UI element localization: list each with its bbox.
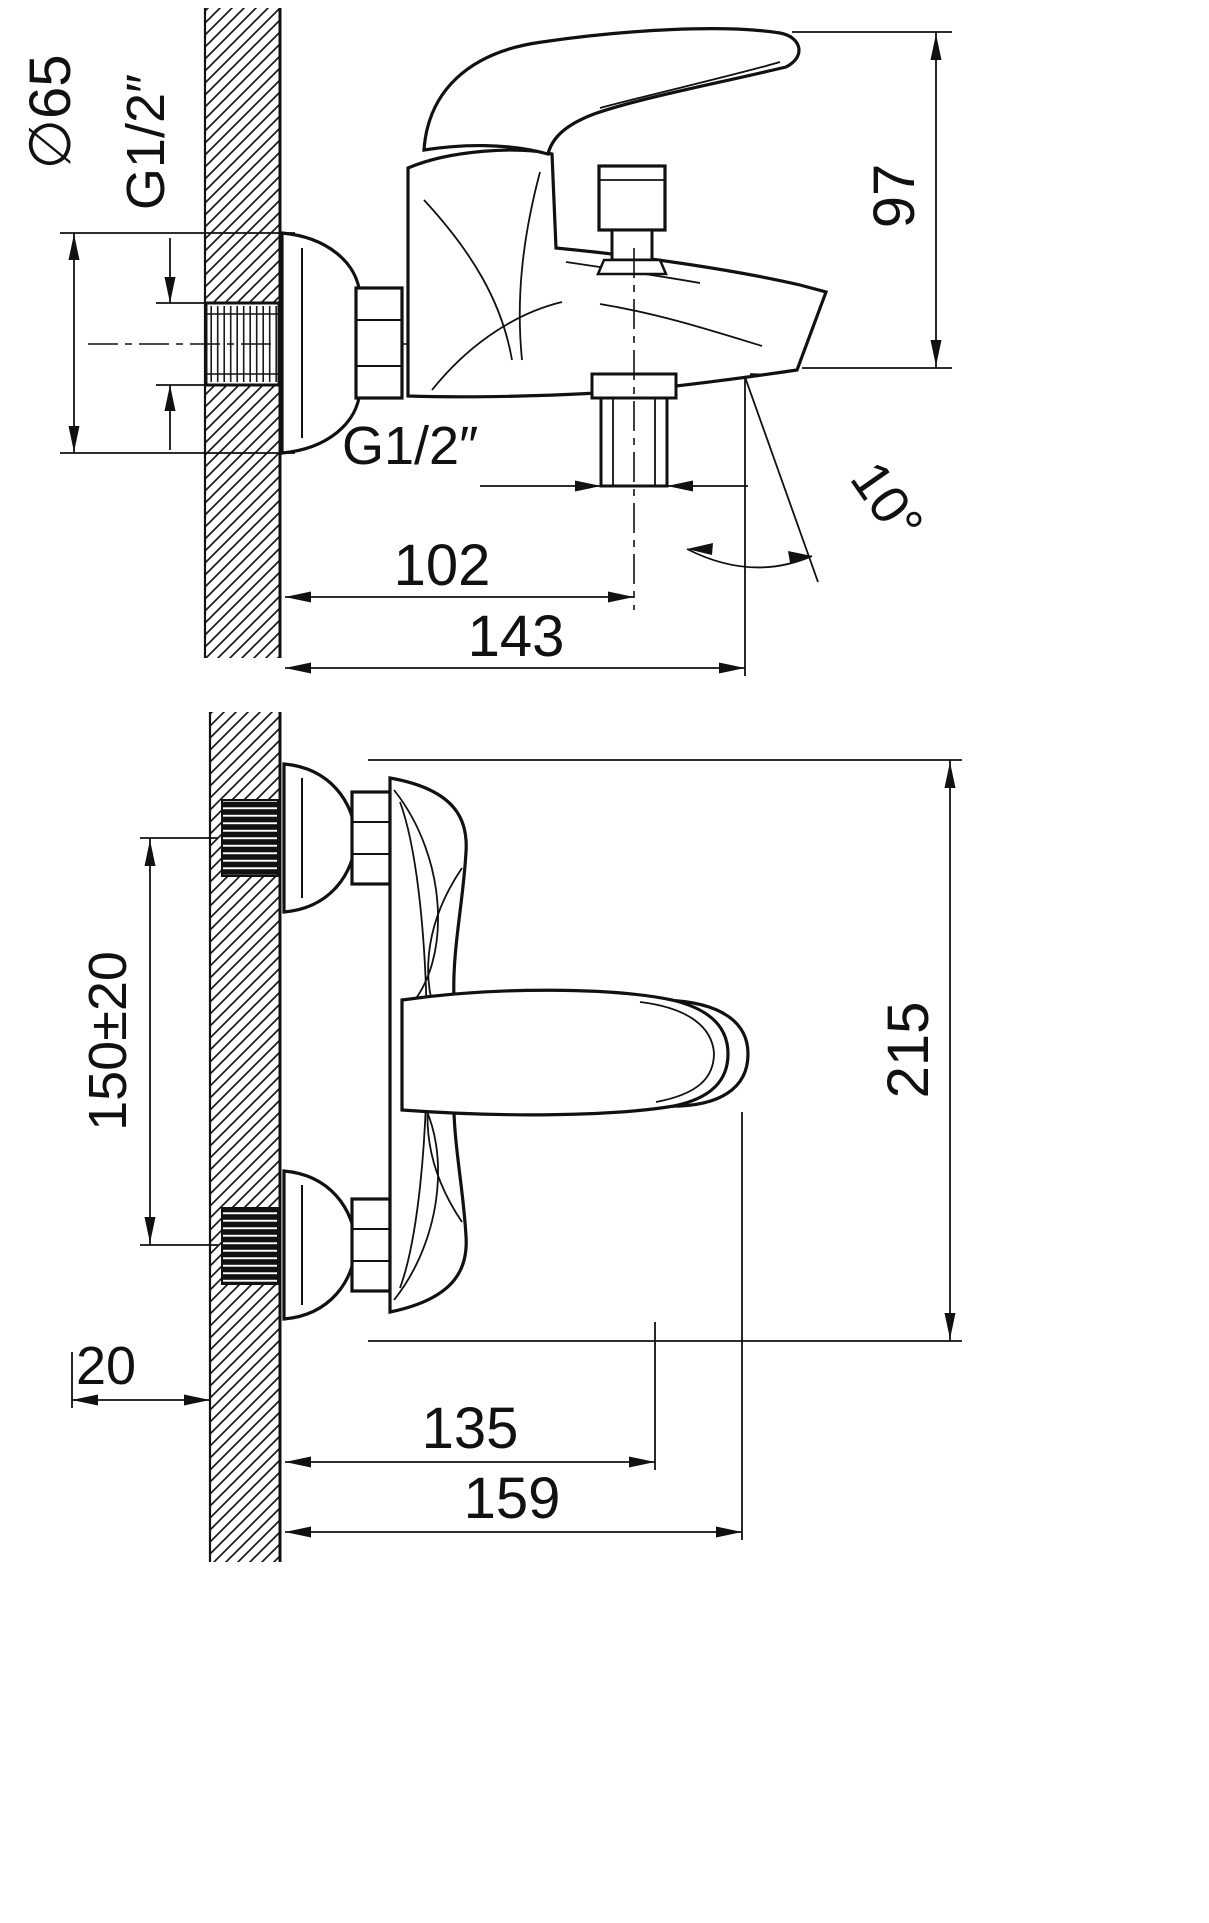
arrow-icon [144, 840, 156, 866]
arrow-icon [285, 662, 311, 674]
arrow-icon [629, 1456, 655, 1468]
arrow-icon [575, 480, 601, 492]
arrow-icon [164, 277, 176, 303]
plan-view: 150±20 215 20 135 [71, 712, 962, 1562]
arrow-icon [164, 385, 176, 411]
dim-spout-angle: 10° [686, 376, 935, 583]
arrow-icon [944, 762, 956, 788]
arrow-icon [72, 1394, 98, 1406]
dim-outlet-thread: G1/2″ [342, 416, 748, 492]
dim-inlet-thread: G1/2″ [116, 74, 204, 450]
dim-spout-reach: 143 [285, 376, 746, 676]
plan-inlet-pipes [221, 799, 279, 1285]
plan-inlet-pipe-top [221, 799, 279, 877]
side-handle-lever [422, 27, 801, 156]
dim-inlet-thread-label: G1/2″ [116, 74, 176, 210]
plan-connection-nuts [350, 790, 392, 1293]
dim-inlet-spacing: 150±20 [78, 837, 218, 1246]
arrow-icon [788, 551, 812, 563]
arrow-icon [285, 1526, 311, 1538]
plan-inlet-pipe-bottom [221, 1207, 279, 1285]
arrow-icon [68, 234, 80, 260]
dim-spout-reach-label: 143 [468, 604, 565, 669]
arrow-icon [719, 662, 745, 674]
arrow-icon [667, 480, 693, 492]
dim-outlet-offset: 102 [285, 533, 634, 603]
arrow-icon [68, 426, 80, 452]
arrow-icon [608, 591, 634, 603]
dim-overall-size: 215 [368, 759, 962, 1342]
side-diverter-knob [596, 164, 668, 276]
side-escutcheon [280, 231, 362, 455]
dim-plan-spout-reach-label: 159 [464, 1466, 561, 1531]
dim-flange-diameter: ∅65 [18, 54, 295, 454]
arrow-icon [285, 591, 311, 603]
dim-wall-clearance-label: 20 [76, 1336, 136, 1396]
dim-spout-angle-label: 10° [839, 451, 935, 552]
side-connection-nut [354, 286, 404, 400]
dim-plan-spout-reach: 159 [285, 1112, 743, 1540]
dim-spout-height: 97 [792, 31, 952, 369]
dim-flange-diameter-label: ∅65 [18, 54, 83, 169]
arrow-icon [687, 543, 713, 555]
side-view: ∅65 G1/2″ 97 G1/2″ [18, 8, 952, 676]
dim-inlet-spacing-label: 150±20 [78, 951, 138, 1131]
arrow-icon [930, 34, 942, 60]
arrow-icon [716, 1526, 742, 1538]
arrow-icon [930, 340, 942, 366]
dim-outlet-thread-label: G1/2″ [342, 416, 478, 476]
arrow-icon [144, 1217, 156, 1243]
arrow-icon [944, 1313, 956, 1339]
dim-plan-outlet-offset-label: 135 [422, 1396, 519, 1461]
dim-spout-height-label: 97 [862, 164, 927, 229]
dim-outlet-offset-label: 102 [394, 533, 491, 598]
dim-overall-size-label: 215 [876, 1002, 941, 1099]
arrow-icon [285, 1456, 311, 1468]
dim-plan-outlet-offset: 135 [285, 1322, 656, 1470]
plan-escutcheons [282, 762, 358, 1321]
dim-wall-clearance: 20 [71, 1336, 210, 1408]
plan-handle-lever [400, 988, 730, 1117]
arrow-icon [184, 1394, 210, 1406]
